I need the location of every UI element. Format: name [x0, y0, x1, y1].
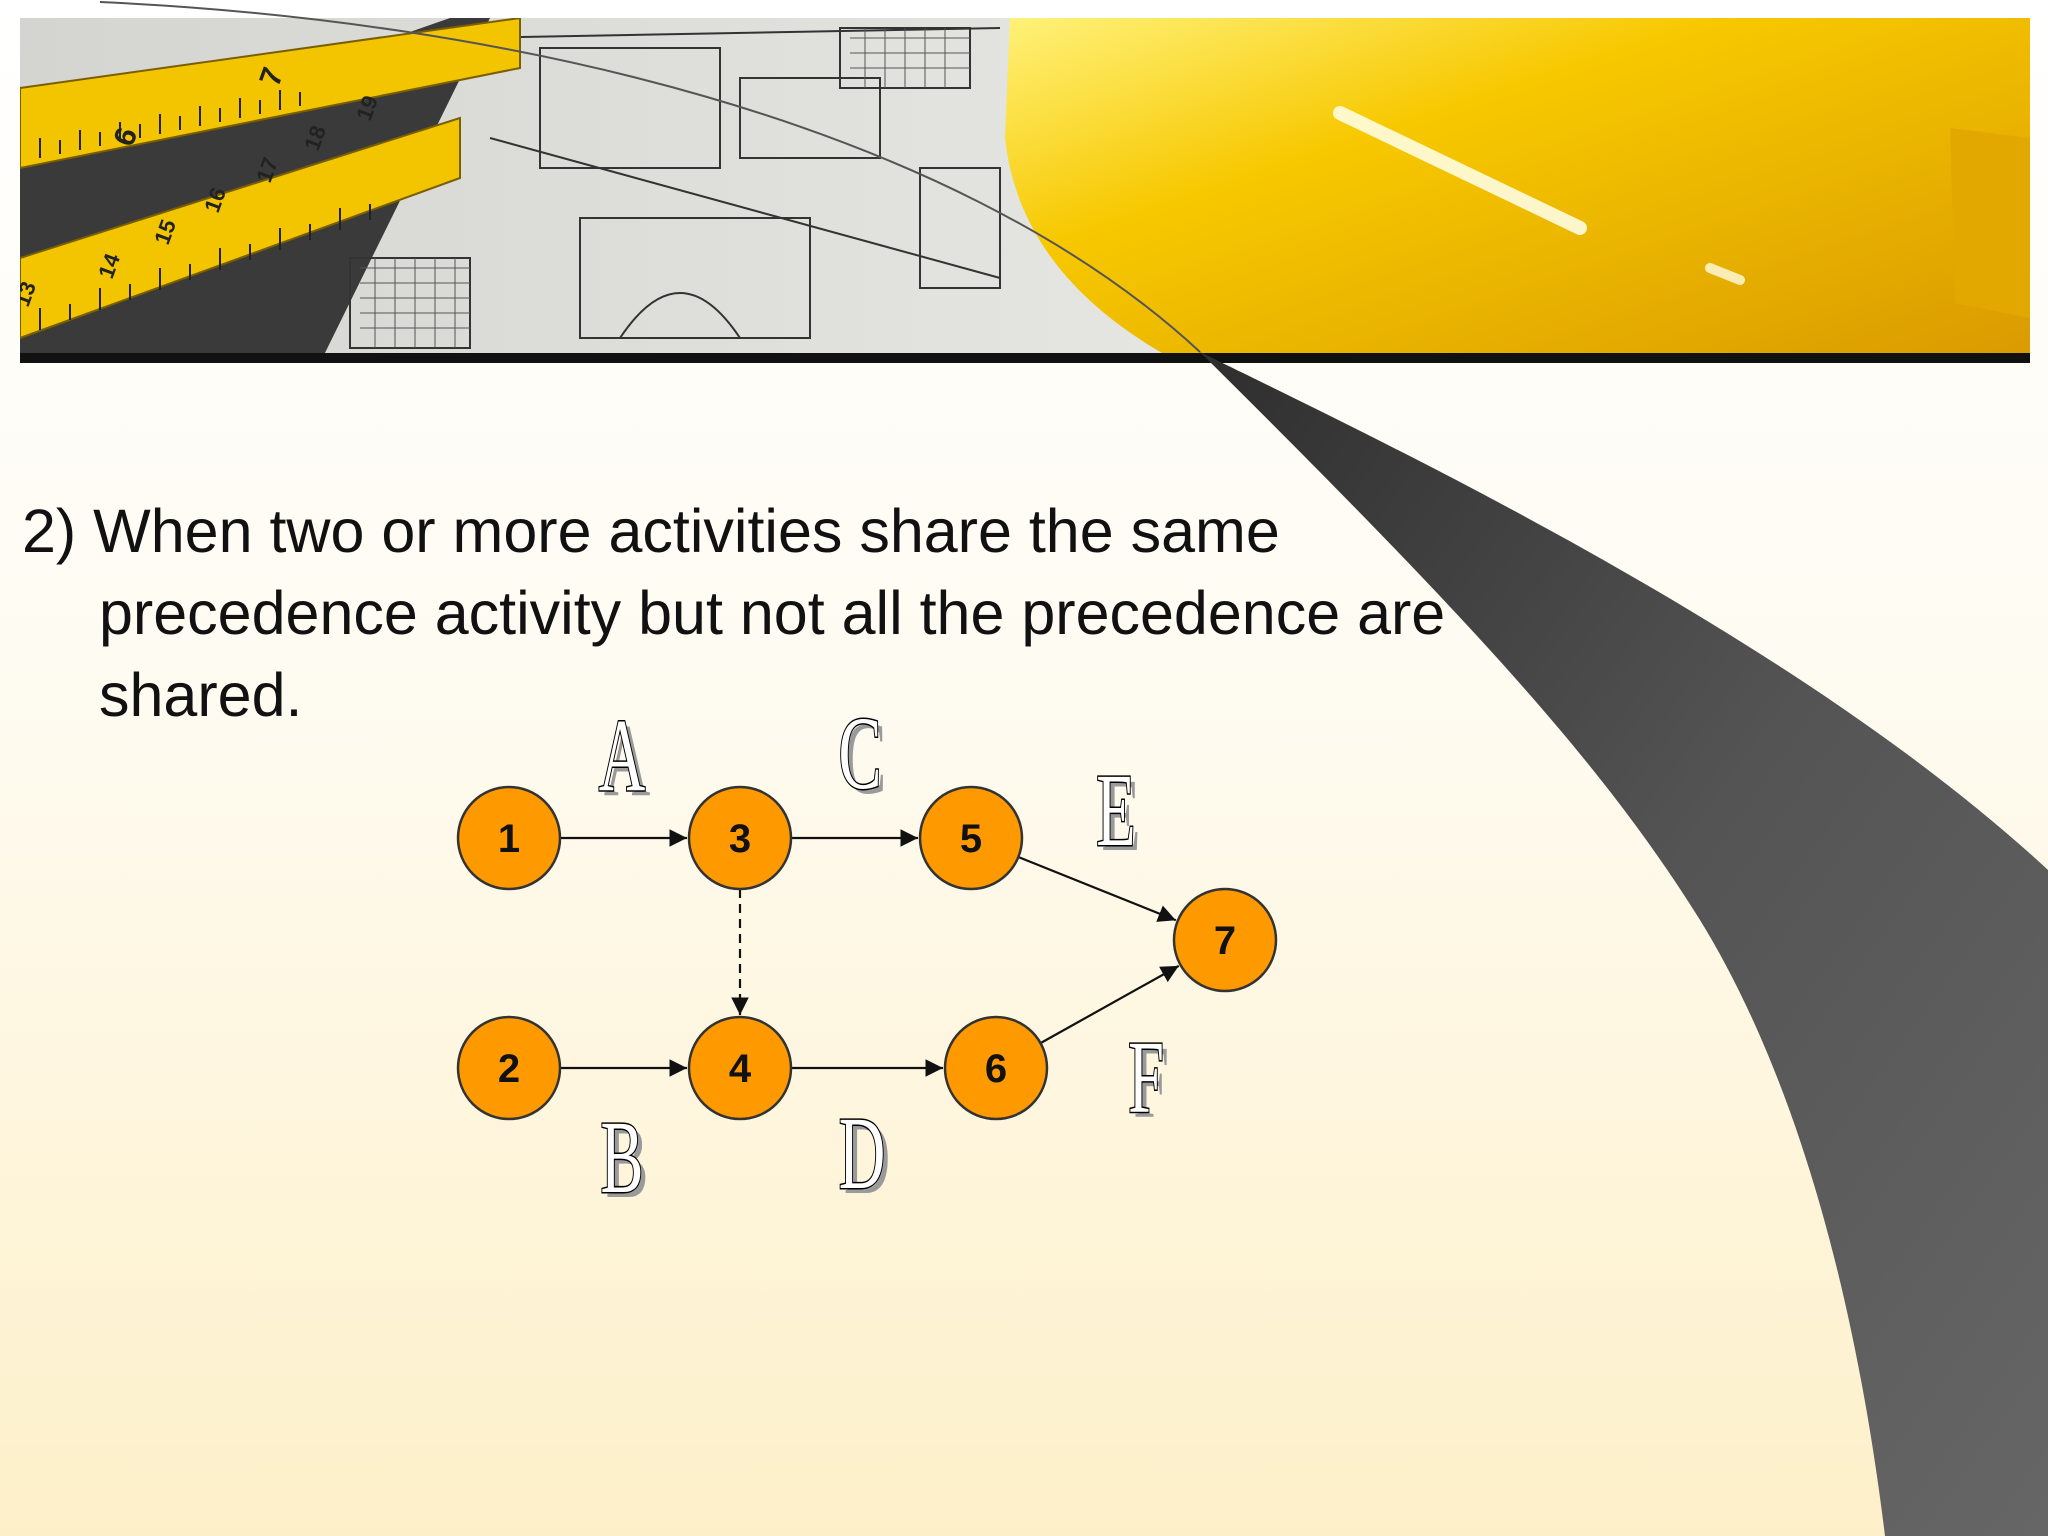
- body-line: precedence activity but not all the prec…: [99, 579, 1446, 647]
- node-label-1: 1: [498, 817, 520, 861]
- node-circle-4: [687, 1015, 793, 1121]
- header-image: 13 14 15 16 17 18 19 6 7: [20, 18, 2030, 363]
- node-label-5: 5: [960, 817, 982, 861]
- activity-label-b: B: [600, 1099, 643, 1214]
- network-edges: [560, 829, 1180, 1077]
- activity-label-f: F: [1128, 1019, 1164, 1134]
- activity-label-d: D: [839, 1095, 886, 1210]
- hard-hat-graphic: [1005, 18, 2030, 363]
- activity-labels: AA BB CC DD EE FF: [598, 694, 1169, 1220]
- activity-label-c: C: [838, 695, 881, 810]
- activity-arrow-e: [1017, 855, 1177, 922]
- node-label-3: 3: [729, 817, 751, 861]
- node-label-2: 2: [498, 1047, 520, 1091]
- activity-label-a: A: [599, 697, 646, 812]
- node-circle-1: [456, 785, 562, 891]
- slide-body-text: 2) When two or more activities share the…: [22, 490, 1502, 736]
- activity-label-shadow: B: [605, 1104, 648, 1219]
- activity-label-shadow: C: [843, 700, 886, 815]
- node-circle-3: [687, 785, 793, 891]
- activity-arrow-f: [1039, 964, 1180, 1045]
- node-circle-6: [943, 1015, 1049, 1121]
- node-circle-7: [1172, 887, 1278, 993]
- node-label-6: 6: [985, 1047, 1007, 1091]
- node-circle-2: [456, 1015, 562, 1121]
- activity-label-shadow: E: [1101, 757, 1140, 872]
- blueprint-sketch: [349, 27, 1001, 349]
- node-circle-5: [918, 785, 1024, 891]
- node-label-4: 4: [729, 1047, 752, 1091]
- activity-label-shadow: F: [1133, 1024, 1169, 1139]
- body-line: shared.: [99, 661, 303, 729]
- node-label-7: 7: [1214, 919, 1236, 963]
- activity-label-e: E: [1096, 752, 1135, 867]
- activity-label-shadow: D: [844, 1100, 891, 1215]
- activity-label-shadow: A: [604, 702, 651, 817]
- network-nodes: 1 2 3 4 5 6 7: [456, 785, 1278, 1121]
- ruler-graphic: 13 14 15 16 17 18 19 6 7: [20, 18, 521, 340]
- body-line: 2) When two or more activities share the…: [22, 497, 1280, 565]
